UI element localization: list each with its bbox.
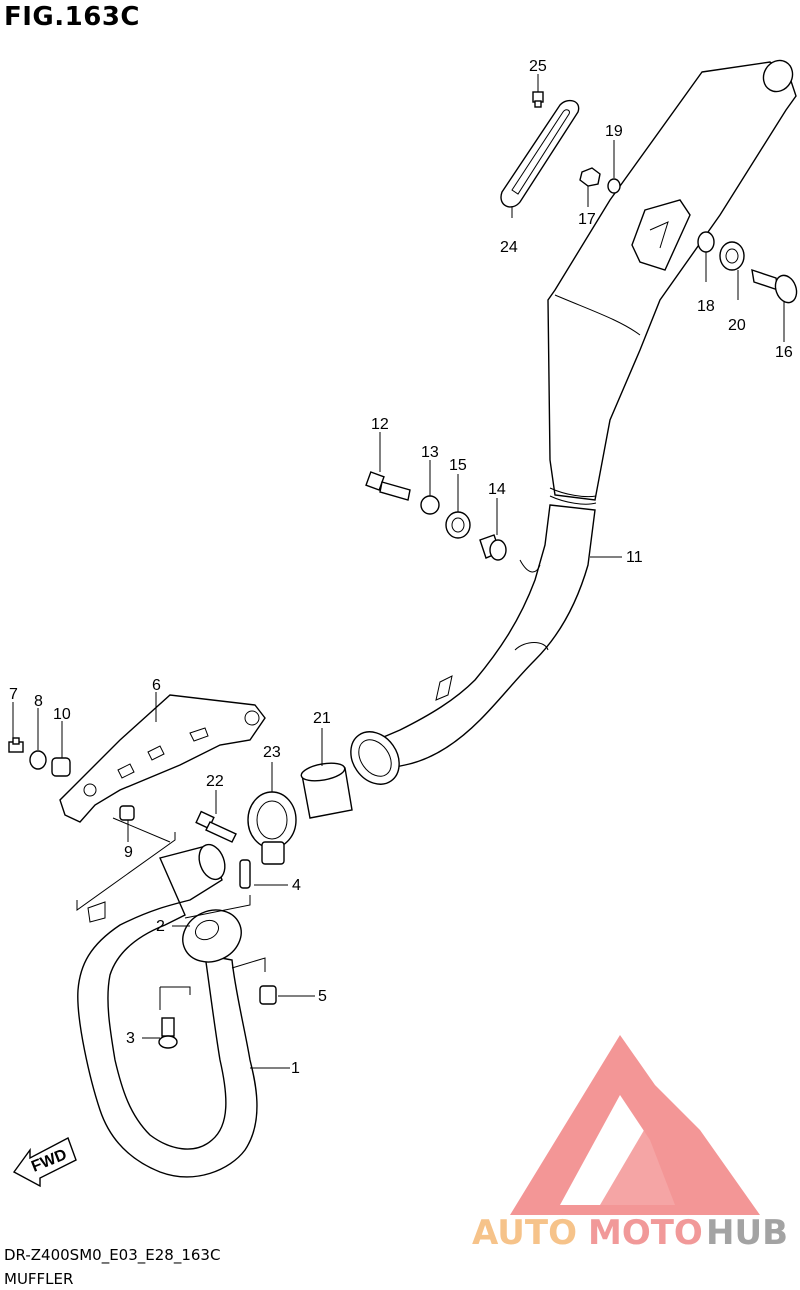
callout-10: 10 <box>53 706 71 723</box>
part-7-bolt <box>8 737 24 753</box>
callout-4: 4 <box>292 877 301 894</box>
logo-accent-shape <box>600 1120 700 1205</box>
callout-12: 12 <box>371 416 389 433</box>
part-8-washer <box>29 750 47 770</box>
callout-7: 7 <box>9 686 18 703</box>
leader-lines <box>12 74 785 1069</box>
callout-23: 23 <box>263 744 281 761</box>
part-15-bush <box>445 511 471 539</box>
diagram-code: DR-Z400SM0_E03_E28_163C <box>4 1246 221 1264</box>
part-18-washer <box>697 231 715 253</box>
part-22-bolt <box>195 810 237 843</box>
part-23-clamp <box>247 791 297 865</box>
callout-9: 9 <box>124 844 133 861</box>
callout-13: 13 <box>421 444 439 461</box>
callout-20: 20 <box>728 317 746 334</box>
callout-2: 2 <box>156 918 165 935</box>
part-3-bolt <box>158 1017 178 1049</box>
watermark-logo: AUTO MOTO HUB <box>472 1035 788 1253</box>
callout-25: 25 <box>529 58 547 75</box>
part-13-washer <box>420 495 440 515</box>
watermark-hub: HUB <box>706 1213 788 1253</box>
callout-15: 15 <box>449 457 467 474</box>
callout-18: 18 <box>697 298 715 315</box>
part-25-bolt <box>532 91 544 108</box>
part-6-muffler-bracket <box>59 694 266 823</box>
watermark-auto: AUTO <box>472 1213 577 1253</box>
callout-16: 16 <box>775 344 793 361</box>
part-5-nut <box>259 985 277 1005</box>
part-20-bush <box>719 241 745 271</box>
part-24-strap <box>500 99 580 208</box>
part-19-washer <box>607 178 621 194</box>
part-14-collar <box>479 534 507 561</box>
part-12-bolt <box>365 471 411 501</box>
part-17-nut <box>579 167 601 187</box>
callout-22: 22 <box>206 773 224 790</box>
part-4-stud <box>239 859 251 889</box>
diagram-name: MUFFLER <box>4 1270 74 1288</box>
callout-1: 1 <box>291 1060 300 1077</box>
callout-6: 6 <box>152 677 161 694</box>
figure-title: FIG.163C <box>4 2 141 32</box>
callout-19: 19 <box>605 123 623 140</box>
part-16-bolt <box>751 268 798 304</box>
callout-3: 3 <box>126 1030 135 1047</box>
part-10-bush <box>51 757 71 777</box>
part-11-muffler <box>350 59 797 785</box>
callout-14: 14 <box>488 481 506 498</box>
callout-8: 8 <box>34 693 43 710</box>
callout-5: 5 <box>318 988 327 1005</box>
callout-17: 17 <box>578 211 596 228</box>
callout-11: 11 <box>626 549 643 566</box>
part-9-collar <box>119 805 135 821</box>
callout-labels: 1 2 3 4 5 6 7 8 9 10 11 12 13 14 15 16 1… <box>9 58 793 1077</box>
watermark-moto: MOTO <box>588 1213 703 1253</box>
part-21-gasket <box>300 762 353 819</box>
part-1-exhaust-pipe <box>77 843 258 1178</box>
callout-21: 21 <box>313 710 331 727</box>
fwd-arrow-icon: FWD <box>12 1137 77 1188</box>
callout-24: 24 <box>500 239 518 256</box>
